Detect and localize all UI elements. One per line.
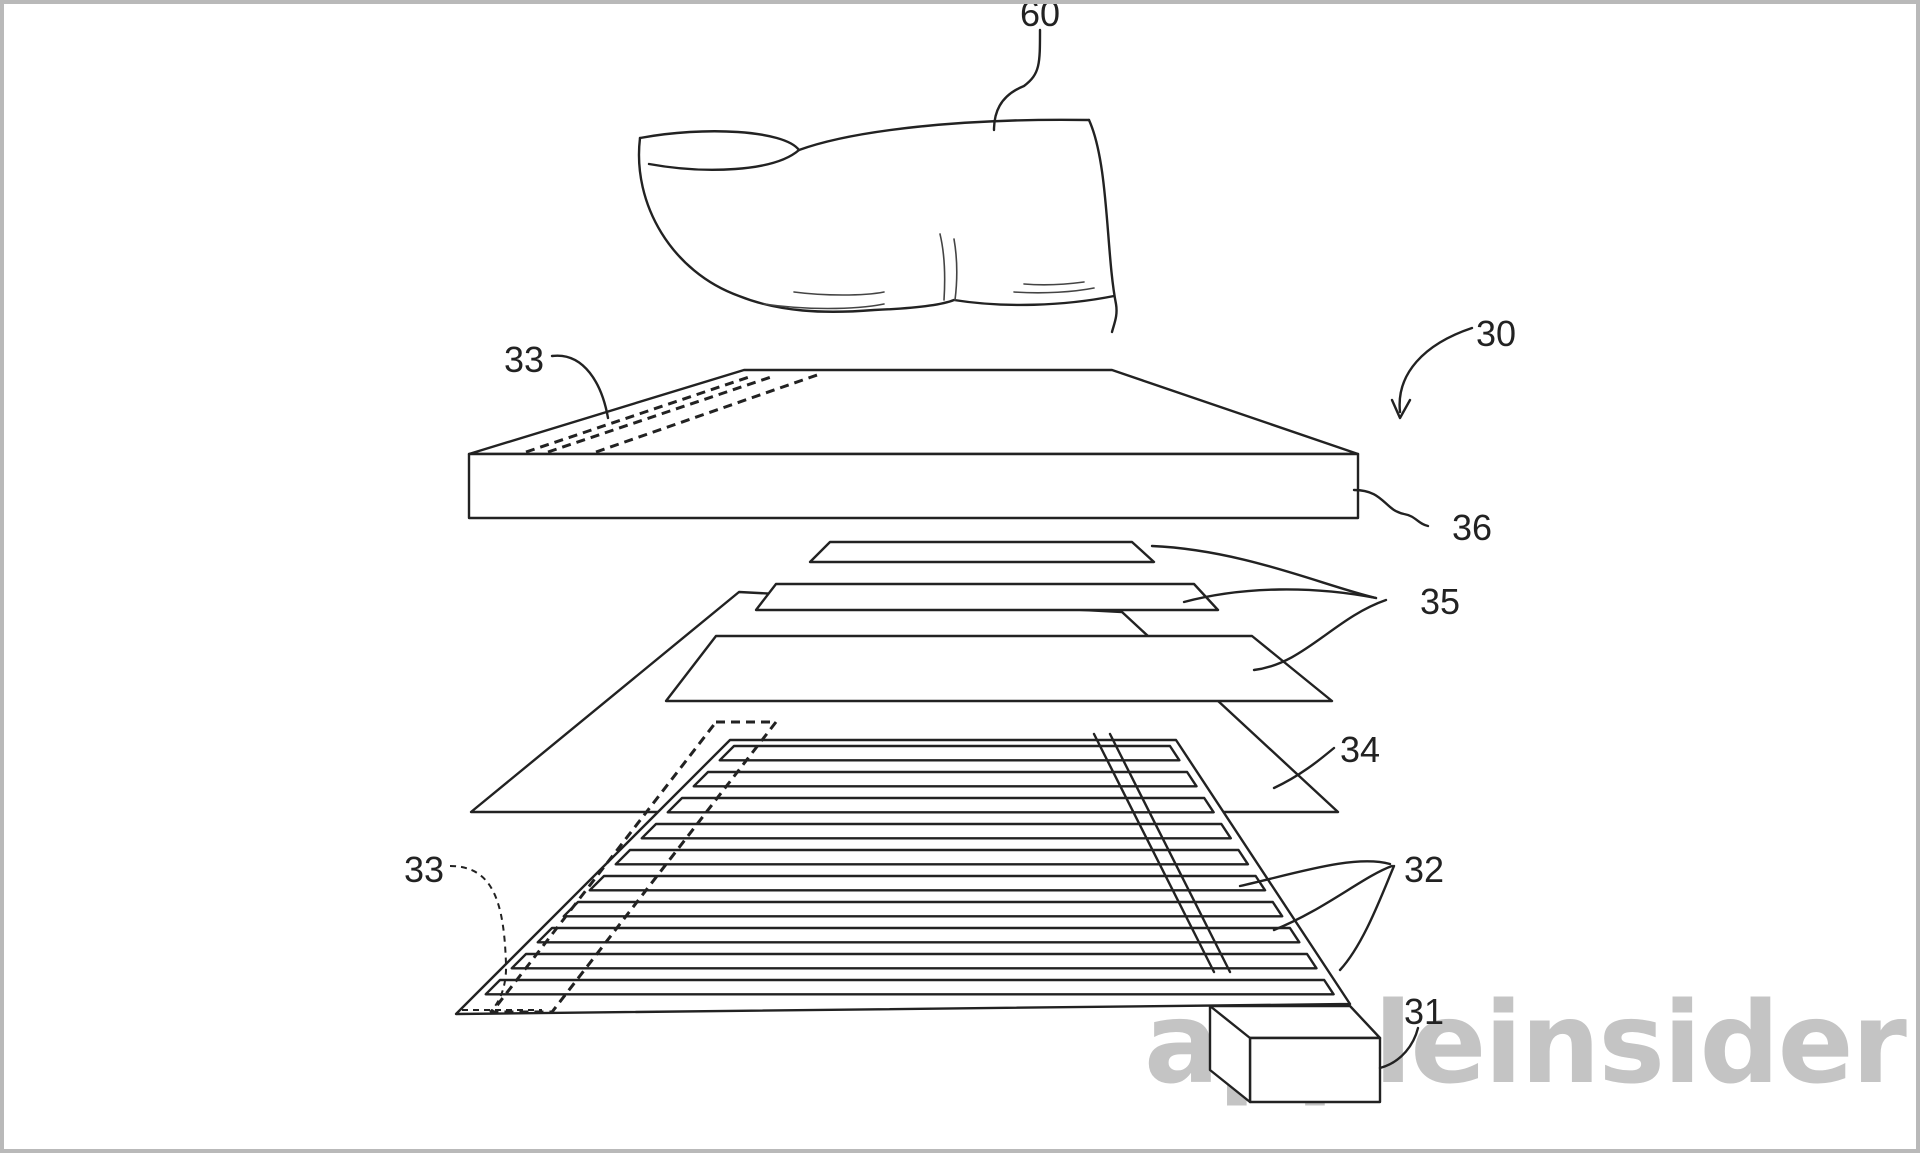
label-connector-bottom: 33 — [404, 849, 444, 890]
label-layers: 35 — [1420, 581, 1460, 622]
cover-plate — [467, 368, 1360, 520]
controller-block — [1208, 1004, 1382, 1104]
electrode-strip — [692, 770, 1198, 788]
electrode-strip — [614, 848, 1250, 866]
electrode-strips — [484, 744, 1335, 996]
label-sheet: 34 — [1340, 729, 1380, 770]
label-electrodes: 32 — [1404, 849, 1444, 890]
electrode-strip — [536, 926, 1301, 944]
electrode-strip — [510, 952, 1318, 970]
label-connector-top: 33 — [504, 339, 544, 380]
label-device: 30 — [1476, 313, 1516, 354]
electrode-strip — [484, 978, 1335, 996]
diagram-svg: appleinsider — [404, 4, 1909, 1109]
electrode-strip — [666, 796, 1215, 814]
electrode-array — [454, 720, 1352, 1016]
finger — [637, 118, 1118, 334]
thin-layers — [664, 540, 1334, 703]
label-cover: 36 — [1452, 507, 1492, 548]
electrode-strip — [718, 744, 1181, 762]
label-finger: 60 — [1020, 4, 1060, 34]
label-controller: 31 — [1404, 991, 1444, 1032]
electrode-strip — [562, 900, 1284, 918]
electrode-strip — [588, 874, 1267, 892]
electrode-strip — [640, 822, 1232, 840]
leader-lines — [449, 28, 1474, 1070]
